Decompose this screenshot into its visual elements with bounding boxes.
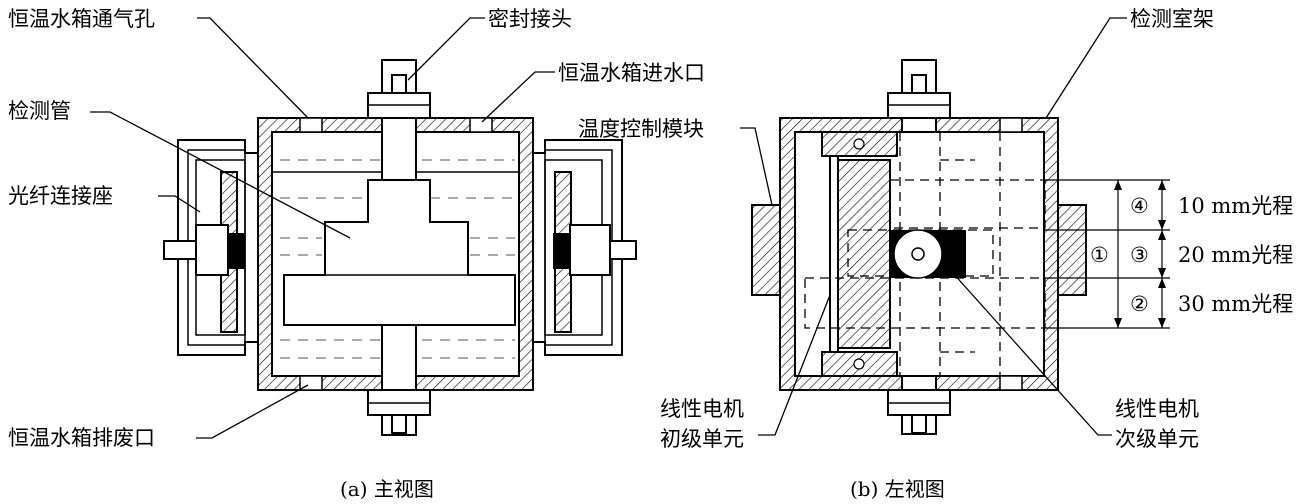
marker-2: ② bbox=[1130, 292, 1149, 316]
marker-4: ④ bbox=[1130, 194, 1149, 218]
temp-module-left bbox=[751, 204, 781, 296]
label-inlet: 恒温水箱进水口 bbox=[558, 61, 705, 85]
water-lines bbox=[280, 159, 515, 359]
marker-3: ③ bbox=[1130, 243, 1149, 267]
right-fiber-seat bbox=[569, 224, 611, 276]
detection-tube bbox=[283, 179, 516, 326]
stroke-10mm: 10 mm光程 bbox=[1178, 194, 1293, 218]
caption-front: (a) 主视图 bbox=[340, 477, 434, 501]
right-fiber-window bbox=[553, 233, 570, 269]
label-drain: 恒温水箱排废口 bbox=[8, 426, 155, 450]
marker-1: ① bbox=[1090, 243, 1109, 267]
left-fiber-seat bbox=[195, 224, 229, 276]
label-vent: 恒温水箱通气孔 bbox=[8, 7, 155, 31]
front-leaders bbox=[90, 17, 555, 439]
side-view bbox=[751, 59, 1170, 435]
temp-module-right bbox=[1057, 204, 1087, 296]
label-primary-1: 线性电机 bbox=[660, 397, 744, 421]
label-frame: 检测室架 bbox=[1130, 7, 1214, 31]
vent-opening bbox=[299, 117, 323, 133]
label-primary-2: 初级单元 bbox=[660, 427, 744, 451]
primary-rail bbox=[829, 155, 839, 353]
left-fiber-pin bbox=[163, 240, 197, 260]
label-temp-module: 温度控制模块 bbox=[578, 117, 704, 141]
left-fiber-window bbox=[228, 233, 245, 269]
label-fiber-seat: 光纤连接座 bbox=[8, 184, 113, 208]
front-view bbox=[163, 59, 637, 436]
label-secondary-1: 线性电机 bbox=[1115, 397, 1199, 421]
side-leaders bbox=[740, 17, 1127, 436]
label-tube: 检测管 bbox=[8, 99, 71, 123]
tank-wall bbox=[257, 117, 534, 391]
side-top-cap bbox=[911, 74, 927, 94]
right-fiber-pin bbox=[609, 240, 637, 260]
secondary-hole bbox=[911, 247, 925, 261]
inlet-opening bbox=[469, 117, 493, 133]
frame-opening-top bbox=[999, 117, 1023, 133]
bottom-cap bbox=[391, 414, 407, 434]
stroke-dimensions bbox=[1044, 179, 1170, 329]
label-seal: 密封接头 bbox=[488, 7, 572, 31]
side-bottom-cap bbox=[911, 414, 927, 434]
label-secondary-2: 次级单元 bbox=[1115, 427, 1199, 451]
caption-side: (b) 左视图 bbox=[850, 477, 945, 501]
stroke-30mm: 30 mm光程 bbox=[1178, 292, 1293, 316]
frame-opening-bottom bbox=[999, 375, 1023, 391]
top-cap bbox=[391, 74, 407, 94]
primary-body bbox=[837, 159, 891, 349]
stroke-20mm: 20 mm光程 bbox=[1178, 243, 1293, 267]
